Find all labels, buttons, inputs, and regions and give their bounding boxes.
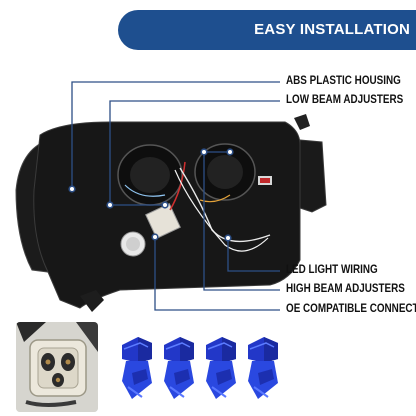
low-beam-cap [130, 157, 170, 193]
wire-orange [199, 194, 231, 203]
mounting-bracket [299, 139, 327, 213]
bottom-tab [80, 290, 104, 312]
callout-line-led [227, 238, 280, 272]
callout-line-high-beam [203, 152, 280, 291]
splice-connector-1 [121, 336, 153, 400]
callout-low-beam-adjusters: LOW BEAM ADJUSTERS [286, 94, 404, 106]
bulb-socket-center [126, 237, 140, 251]
wiring-connector-block [145, 203, 181, 239]
splice-connector-2 [163, 336, 195, 400]
wire-red [169, 161, 186, 211]
high-beam-cap [207, 155, 243, 189]
top-tab [294, 114, 310, 130]
oe-connector-photo [16, 322, 98, 412]
banner-title: EASY INSTALLATION [254, 21, 410, 38]
wire-white-2 [174, 169, 269, 252]
oe-connector-illustration [16, 322, 98, 412]
callout-dots [68, 148, 234, 242]
callout-high-beam-adjusters: HIGH BEAM ADJUSTERS [286, 283, 405, 295]
callout-led-light-wiring: LED LIGHT WIRING [286, 264, 378, 276]
wire-blue [124, 184, 166, 197]
splice-connector-3 [205, 336, 237, 400]
splice-connector-4 [247, 336, 279, 400]
callout-line-housing [71, 81, 280, 189]
callout-abs-plastic-housing: ABS PLASTIC HOUSING [286, 75, 401, 87]
callout-oe-compatible-connector: OE COMPATIBLE CONNECTOR [286, 303, 416, 315]
callout-line-connector [154, 237, 280, 311]
callout-lines [71, 81, 280, 311]
callout-line-low-beam [109, 100, 280, 205]
easy-installation-banner: EASY INSTALLATION [118, 10, 416, 50]
